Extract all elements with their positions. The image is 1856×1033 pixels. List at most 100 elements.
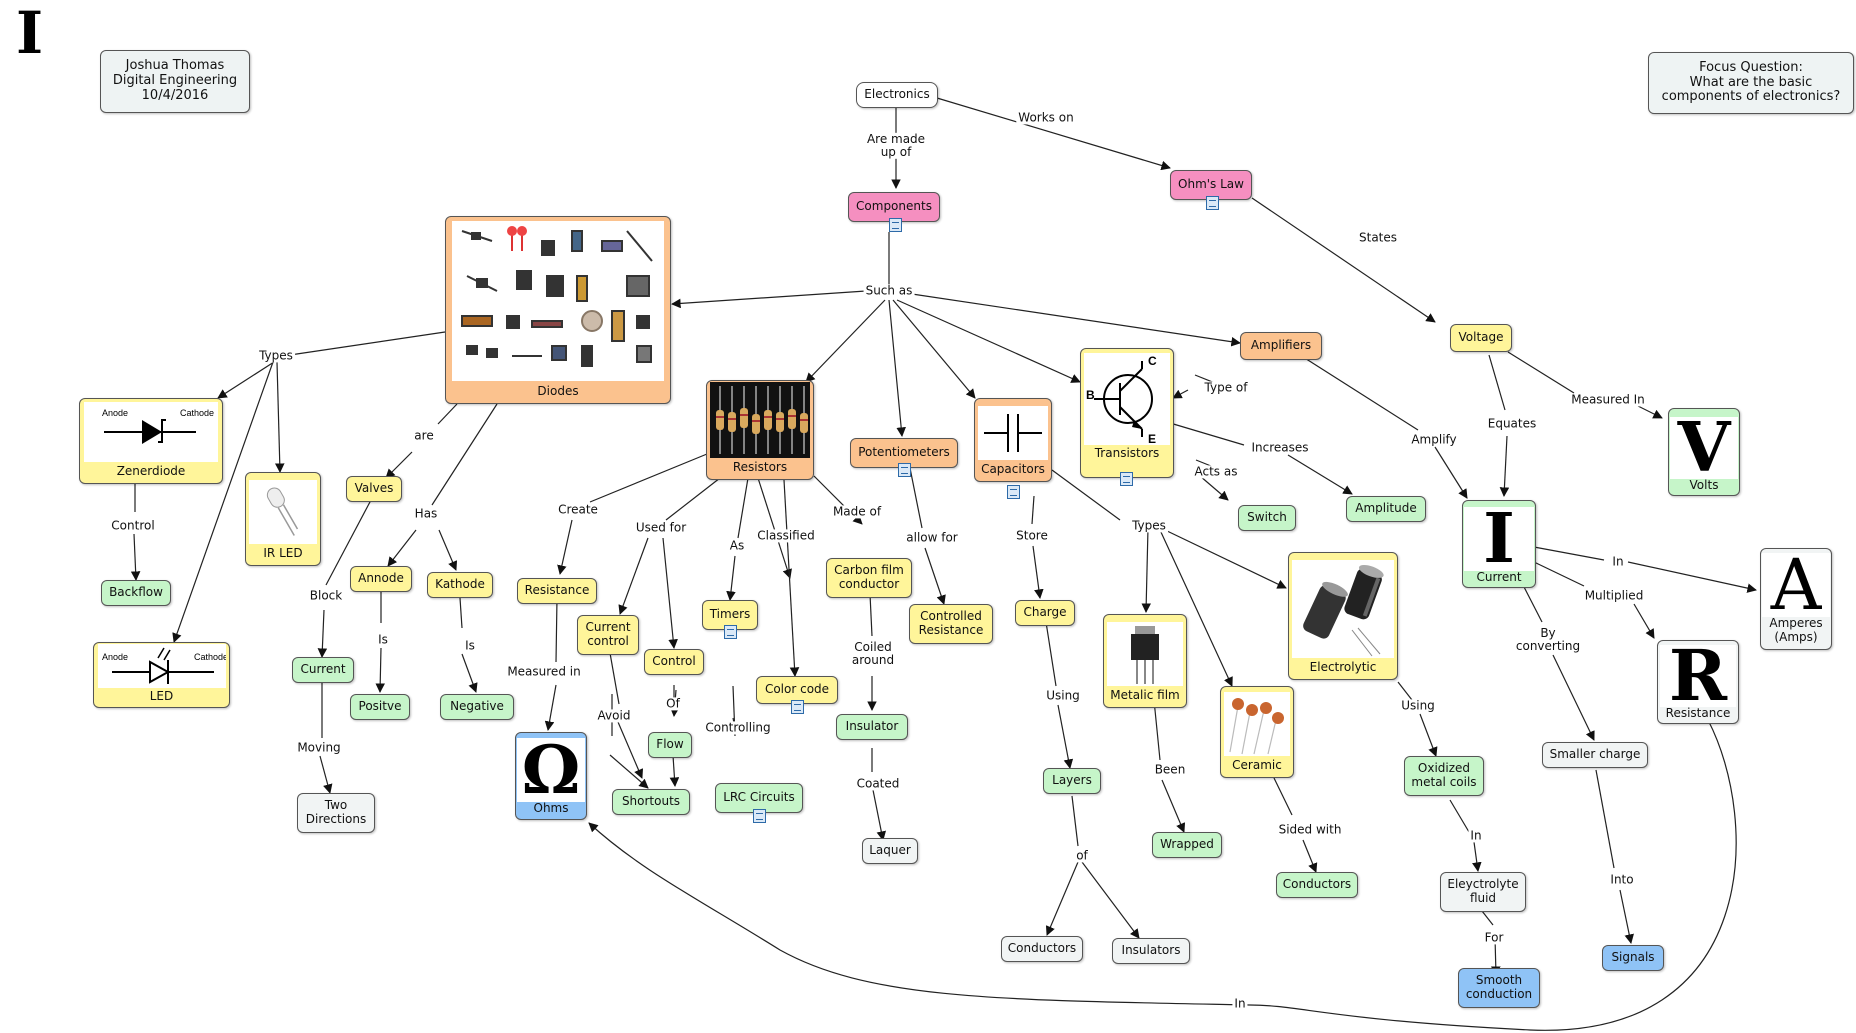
link-electronics-ohmslaw: [936, 97, 1171, 171]
node-timers[interactable]: Timers: [702, 600, 758, 630]
led-anode-label: Anode: [102, 652, 128, 662]
node-resistors[interactable]: Resistors: [706, 380, 814, 480]
node-current-valve[interactable]: Current: [292, 657, 354, 683]
link-suchas-potentiometers: [888, 299, 906, 437]
transistor-label-c: C: [1148, 354, 1157, 368]
amps-letter: A: [1770, 544, 1822, 627]
node-voltage[interactable]: Voltage: [1450, 324, 1512, 352]
node-valves[interactable]: Valves: [346, 476, 402, 502]
node-insulators[interactable]: Insulators: [1112, 938, 1190, 964]
link-label: Coated: [854, 776, 902, 791]
node-zenerdiode[interactable]: Anode Cathode Zenerdiode: [79, 398, 223, 484]
link-label: Multiplied: [1582, 588, 1646, 603]
node-signals[interactable]: Signals: [1602, 945, 1664, 971]
zener-cathode-label: Cathode: [180, 408, 214, 418]
link-label: Measured In: [1569, 392, 1647, 407]
node-insulator[interactable]: Insulator: [836, 714, 908, 740]
node-capacitors[interactable]: Capacitors: [974, 398, 1052, 482]
node-switch[interactable]: Switch: [1238, 505, 1296, 531]
node-control[interactable]: Control: [644, 649, 704, 675]
node-carbon-film[interactable]: Carbon film conductor: [826, 558, 912, 598]
node-kathode[interactable]: Kathode: [427, 572, 493, 598]
document-icon[interactable]: [898, 463, 911, 477]
node-conductors-layers[interactable]: Conductors: [1001, 936, 1083, 962]
capacitor-symbol: [978, 406, 1048, 461]
node-wrapped[interactable]: Wrapped: [1152, 832, 1222, 858]
node-transistors[interactable]: B C E Transistors: [1080, 348, 1174, 478]
document-icon[interactable]: [724, 625, 737, 639]
author-course: Digital Engineering: [112, 73, 238, 89]
link-label: Equates: [1485, 416, 1539, 431]
node-ohms-law[interactable]: Ohm's Law: [1170, 170, 1252, 200]
link-label: Amplify: [1409, 432, 1459, 447]
document-icon[interactable]: [1120, 472, 1133, 486]
document-icon[interactable]: [791, 700, 804, 714]
node-ir-led[interactable]: IR LED: [245, 472, 321, 566]
node-two-directions[interactable]: Two Directions: [297, 793, 375, 833]
link-label: Controlling: [703, 720, 773, 735]
link-suchas-transistors: [896, 299, 1081, 383]
node-ohms[interactable]: Ω Ohms: [515, 732, 587, 820]
link-label: Such as: [863, 283, 915, 298]
node-current-control[interactable]: Current control: [577, 615, 639, 655]
link-label: Types: [1130, 518, 1168, 533]
node-negative[interactable]: Negative: [440, 694, 514, 720]
node-layers[interactable]: Layers: [1043, 768, 1101, 794]
author-name: Joshua Thomas: [125, 58, 225, 74]
node-amplitude[interactable]: Amplitude: [1346, 496, 1426, 522]
link-label: Made of: [830, 504, 884, 519]
link-label: Block: [307, 588, 345, 603]
node-controlled-resistance[interactable]: Controlled Resistance: [909, 604, 993, 644]
node-components[interactable]: Components: [848, 192, 940, 222]
node-volts[interactable]: V Volts: [1668, 408, 1740, 496]
node-backflow[interactable]: Backflow: [101, 580, 171, 606]
node-resistance-r[interactable]: R Resistance: [1657, 640, 1739, 724]
link-label: Measured in: [505, 664, 583, 679]
node-laquer[interactable]: Laquer: [862, 838, 918, 864]
author-info: Joshua Thomas Digital Engineering 10/4/2…: [100, 50, 250, 113]
link-resistance-ohms: [588, 719, 1737, 1031]
ceramic-capacitor-image: [1224, 692, 1290, 757]
node-electronics[interactable]: Electronics: [856, 82, 938, 108]
document-icon[interactable]: [753, 809, 766, 823]
link-label: Increases: [1249, 440, 1311, 455]
link-label: of: [1074, 848, 1090, 863]
link-label: Store: [1014, 528, 1050, 543]
current-letter: I: [1483, 499, 1515, 580]
zener-anode-label: Anode: [102, 408, 128, 418]
node-flow[interactable]: Flow: [648, 732, 692, 758]
document-icon[interactable]: [1206, 196, 1219, 210]
led-symbol: Anode Cathode: [97, 644, 226, 689]
link-label: Avoid: [595, 708, 633, 723]
node-resistance[interactable]: Resistance: [517, 578, 597, 604]
node-shortouts[interactable]: Shortouts: [612, 789, 690, 815]
node-amplifiers[interactable]: Amplifiers: [1240, 332, 1322, 360]
node-diodes[interactable]: Diodes: [445, 216, 671, 404]
focus-line2: What are the basic: [1689, 74, 1813, 90]
node-current-i[interactable]: I Current: [1462, 500, 1536, 588]
node-smooth[interactable]: Smooth conduction: [1458, 968, 1540, 1008]
node-led[interactable]: Anode Cathode LED: [93, 642, 230, 708]
node-metalic-film[interactable]: Metalic film: [1103, 614, 1187, 708]
link-label: Types: [257, 348, 295, 363]
link-label: are: [412, 428, 436, 443]
node-positve[interactable]: Positve: [350, 694, 410, 720]
node-color-code[interactable]: Color code: [756, 676, 838, 704]
node-amperes[interactable]: A Amperes (Amps): [1760, 548, 1832, 650]
node-potentiometers[interactable]: Potentiometers: [850, 438, 958, 468]
link-label: Create: [556, 502, 600, 517]
link-label: Is: [376, 632, 390, 647]
node-conductors-ceramic[interactable]: Conductors: [1276, 872, 1358, 898]
document-icon[interactable]: [1007, 485, 1020, 499]
link-suchas-capacitors: [892, 299, 976, 399]
node-ceramic[interactable]: Ceramic: [1220, 686, 1294, 778]
node-eleyctrolyte[interactable]: Eleyctrolyte fluid: [1440, 872, 1526, 912]
node-charge[interactable]: Charge: [1015, 600, 1075, 626]
node-smaller-charge[interactable]: Smaller charge: [1542, 742, 1648, 768]
node-electrolytic[interactable]: Electrolytic: [1288, 552, 1398, 680]
document-icon[interactable]: [889, 218, 902, 232]
node-oxidized[interactable]: Oxidized metal coils: [1404, 756, 1484, 796]
node-annode[interactable]: Annode: [350, 566, 412, 592]
